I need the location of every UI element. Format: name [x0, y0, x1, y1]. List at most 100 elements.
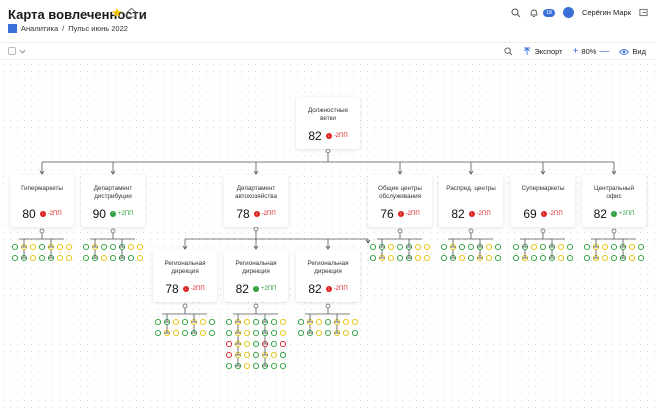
leaf-node[interactable] — [324, 329, 332, 337]
leaf-node[interactable] — [539, 254, 547, 262]
expand-node-handle[interactable] — [611, 228, 617, 234]
expand-node-handle[interactable] — [110, 228, 116, 234]
leaf-node[interactable] — [494, 243, 502, 251]
leaf-node[interactable] — [252, 362, 260, 370]
leaf-node[interactable] — [29, 243, 37, 251]
leaf-node[interactable] — [172, 329, 180, 337]
org-node-card[interactable]: Региональная дирекция 78 ↓ -2ПП — [153, 250, 217, 302]
breadcrumb-item-analytics[interactable]: Аналитика — [21, 24, 59, 33]
leaf-node[interactable] — [610, 243, 618, 251]
leaf-node[interactable] — [601, 254, 609, 262]
leaf-node[interactable] — [243, 318, 251, 326]
leaf-node[interactable] — [530, 243, 538, 251]
leaf-node[interactable] — [109, 254, 117, 262]
leaf-node[interactable] — [127, 254, 135, 262]
export-button[interactable]: Экспорт — [523, 47, 563, 56]
chevron-down-icon[interactable] — [19, 48, 26, 55]
leaf-node[interactable] — [154, 318, 162, 326]
zoom-in-icon[interactable]: + — [572, 46, 579, 57]
leaf-node[interactable] — [494, 254, 502, 262]
bell-icon[interactable] — [529, 8, 539, 18]
leaf-node[interactable] — [29, 254, 37, 262]
leaf-node[interactable] — [270, 329, 278, 337]
leaf-node[interactable] — [530, 254, 538, 262]
leaf-node[interactable] — [82, 243, 90, 251]
leaf-node[interactable] — [100, 243, 108, 251]
expand-node-handle[interactable] — [325, 303, 331, 309]
leaf-node[interactable] — [414, 243, 422, 251]
leaf-node[interactable] — [252, 351, 260, 359]
leaf-node[interactable] — [56, 243, 64, 251]
leaf-node[interactable] — [225, 329, 233, 337]
org-node-card[interactable]: Региональная дирекция 82 ↑ +2ПП — [224, 250, 288, 302]
leaf-node[interactable] — [485, 243, 493, 251]
leaf-node[interactable] — [243, 340, 251, 348]
leaf-node[interactable] — [225, 362, 233, 370]
leaf-node[interactable] — [351, 329, 359, 337]
expand-node-handle[interactable] — [39, 228, 45, 234]
logout-icon[interactable] — [639, 8, 648, 17]
select-all-checkbox[interactable] — [8, 47, 16, 55]
leaf-node[interactable] — [100, 254, 108, 262]
leaf-node[interactable] — [225, 351, 233, 359]
leaf-node[interactable] — [566, 254, 574, 262]
leaf-node[interactable] — [297, 329, 305, 337]
leaf-node[interactable] — [208, 318, 216, 326]
leaf-node[interactable] — [342, 329, 350, 337]
leaf-node[interactable] — [396, 254, 404, 262]
leaf-node[interactable] — [279, 329, 287, 337]
expand-node-handle[interactable] — [397, 228, 403, 234]
leaf-node[interactable] — [440, 243, 448, 251]
leaf-node[interactable] — [199, 318, 207, 326]
search-icon[interactable] — [511, 8, 521, 18]
leaf-node[interactable] — [637, 243, 645, 251]
home-icon[interactable] — [126, 7, 137, 18]
leaf-node[interactable] — [252, 329, 260, 337]
leaf-node[interactable] — [154, 329, 162, 337]
leaf-node[interactable] — [208, 329, 216, 337]
zoom-control[interactable]: + 80% — — [573, 46, 610, 57]
leaf-node[interactable] — [557, 254, 565, 262]
leaf-node[interactable] — [136, 243, 144, 251]
leaf-node[interactable] — [181, 329, 189, 337]
leaf-node[interactable] — [315, 329, 323, 337]
leaf-node[interactable] — [270, 318, 278, 326]
search-icon[interactable] — [504, 47, 513, 56]
leaf-node[interactable] — [512, 254, 520, 262]
org-node-card[interactable]: Центральный офис 82 ↑ +2ПП — [582, 175, 646, 227]
leaf-node[interactable] — [387, 254, 395, 262]
expand-node-handle[interactable] — [253, 303, 259, 309]
leaf-node[interactable] — [225, 340, 233, 348]
leaf-node[interactable] — [252, 340, 260, 348]
leaf-node[interactable] — [583, 243, 591, 251]
view-button[interactable]: Вид — [619, 47, 646, 56]
org-node-card[interactable]: Региональная дирекция 82 ↓ -2ПП — [296, 250, 360, 302]
leaf-node[interactable] — [324, 318, 332, 326]
leaf-node[interactable] — [557, 243, 565, 251]
org-node-card[interactable]: Общие центры обслуживания 76 ↓ -2ПП — [368, 175, 432, 227]
leaf-node[interactable] — [65, 254, 73, 262]
leaf-node[interactable] — [82, 254, 90, 262]
leaf-node[interactable] — [467, 243, 475, 251]
expand-node-handle[interactable] — [468, 228, 474, 234]
expand-node-handle[interactable] — [540, 228, 546, 234]
leaf-node[interactable] — [423, 254, 431, 262]
org-node-card[interactable]: Гипермаркеты 80 ↓ -2ПП — [10, 175, 74, 227]
leaf-node[interactable] — [225, 318, 233, 326]
org-node-card[interactable]: Департамент дистрибуции 90 ↑ +2ПП — [81, 175, 145, 227]
org-tree-canvas[interactable]: Должностные ветки 82 ↓ -2ПП Гипермаркеты… — [0, 61, 656, 410]
leaf-node[interactable] — [423, 243, 431, 251]
leaf-node[interactable] — [199, 329, 207, 337]
org-node-card[interactable]: Распред. центры 82 ↓ -2ПП — [439, 175, 503, 227]
leaf-node[interactable] — [601, 243, 609, 251]
leaf-node[interactable] — [11, 243, 19, 251]
leaf-node[interactable] — [458, 254, 466, 262]
org-node-card[interactable]: Департамент автохозяйства 78 ↓ -2ПП — [224, 175, 288, 227]
expand-node-handle[interactable] — [253, 226, 259, 232]
leaf-node[interactable] — [342, 318, 350, 326]
leaf-node[interactable] — [127, 243, 135, 251]
user-name[interactable]: Серёгин Марк — [581, 8, 631, 17]
leaf-node[interactable] — [315, 318, 323, 326]
leaf-node[interactable] — [172, 318, 180, 326]
leaf-node[interactable] — [270, 351, 278, 359]
